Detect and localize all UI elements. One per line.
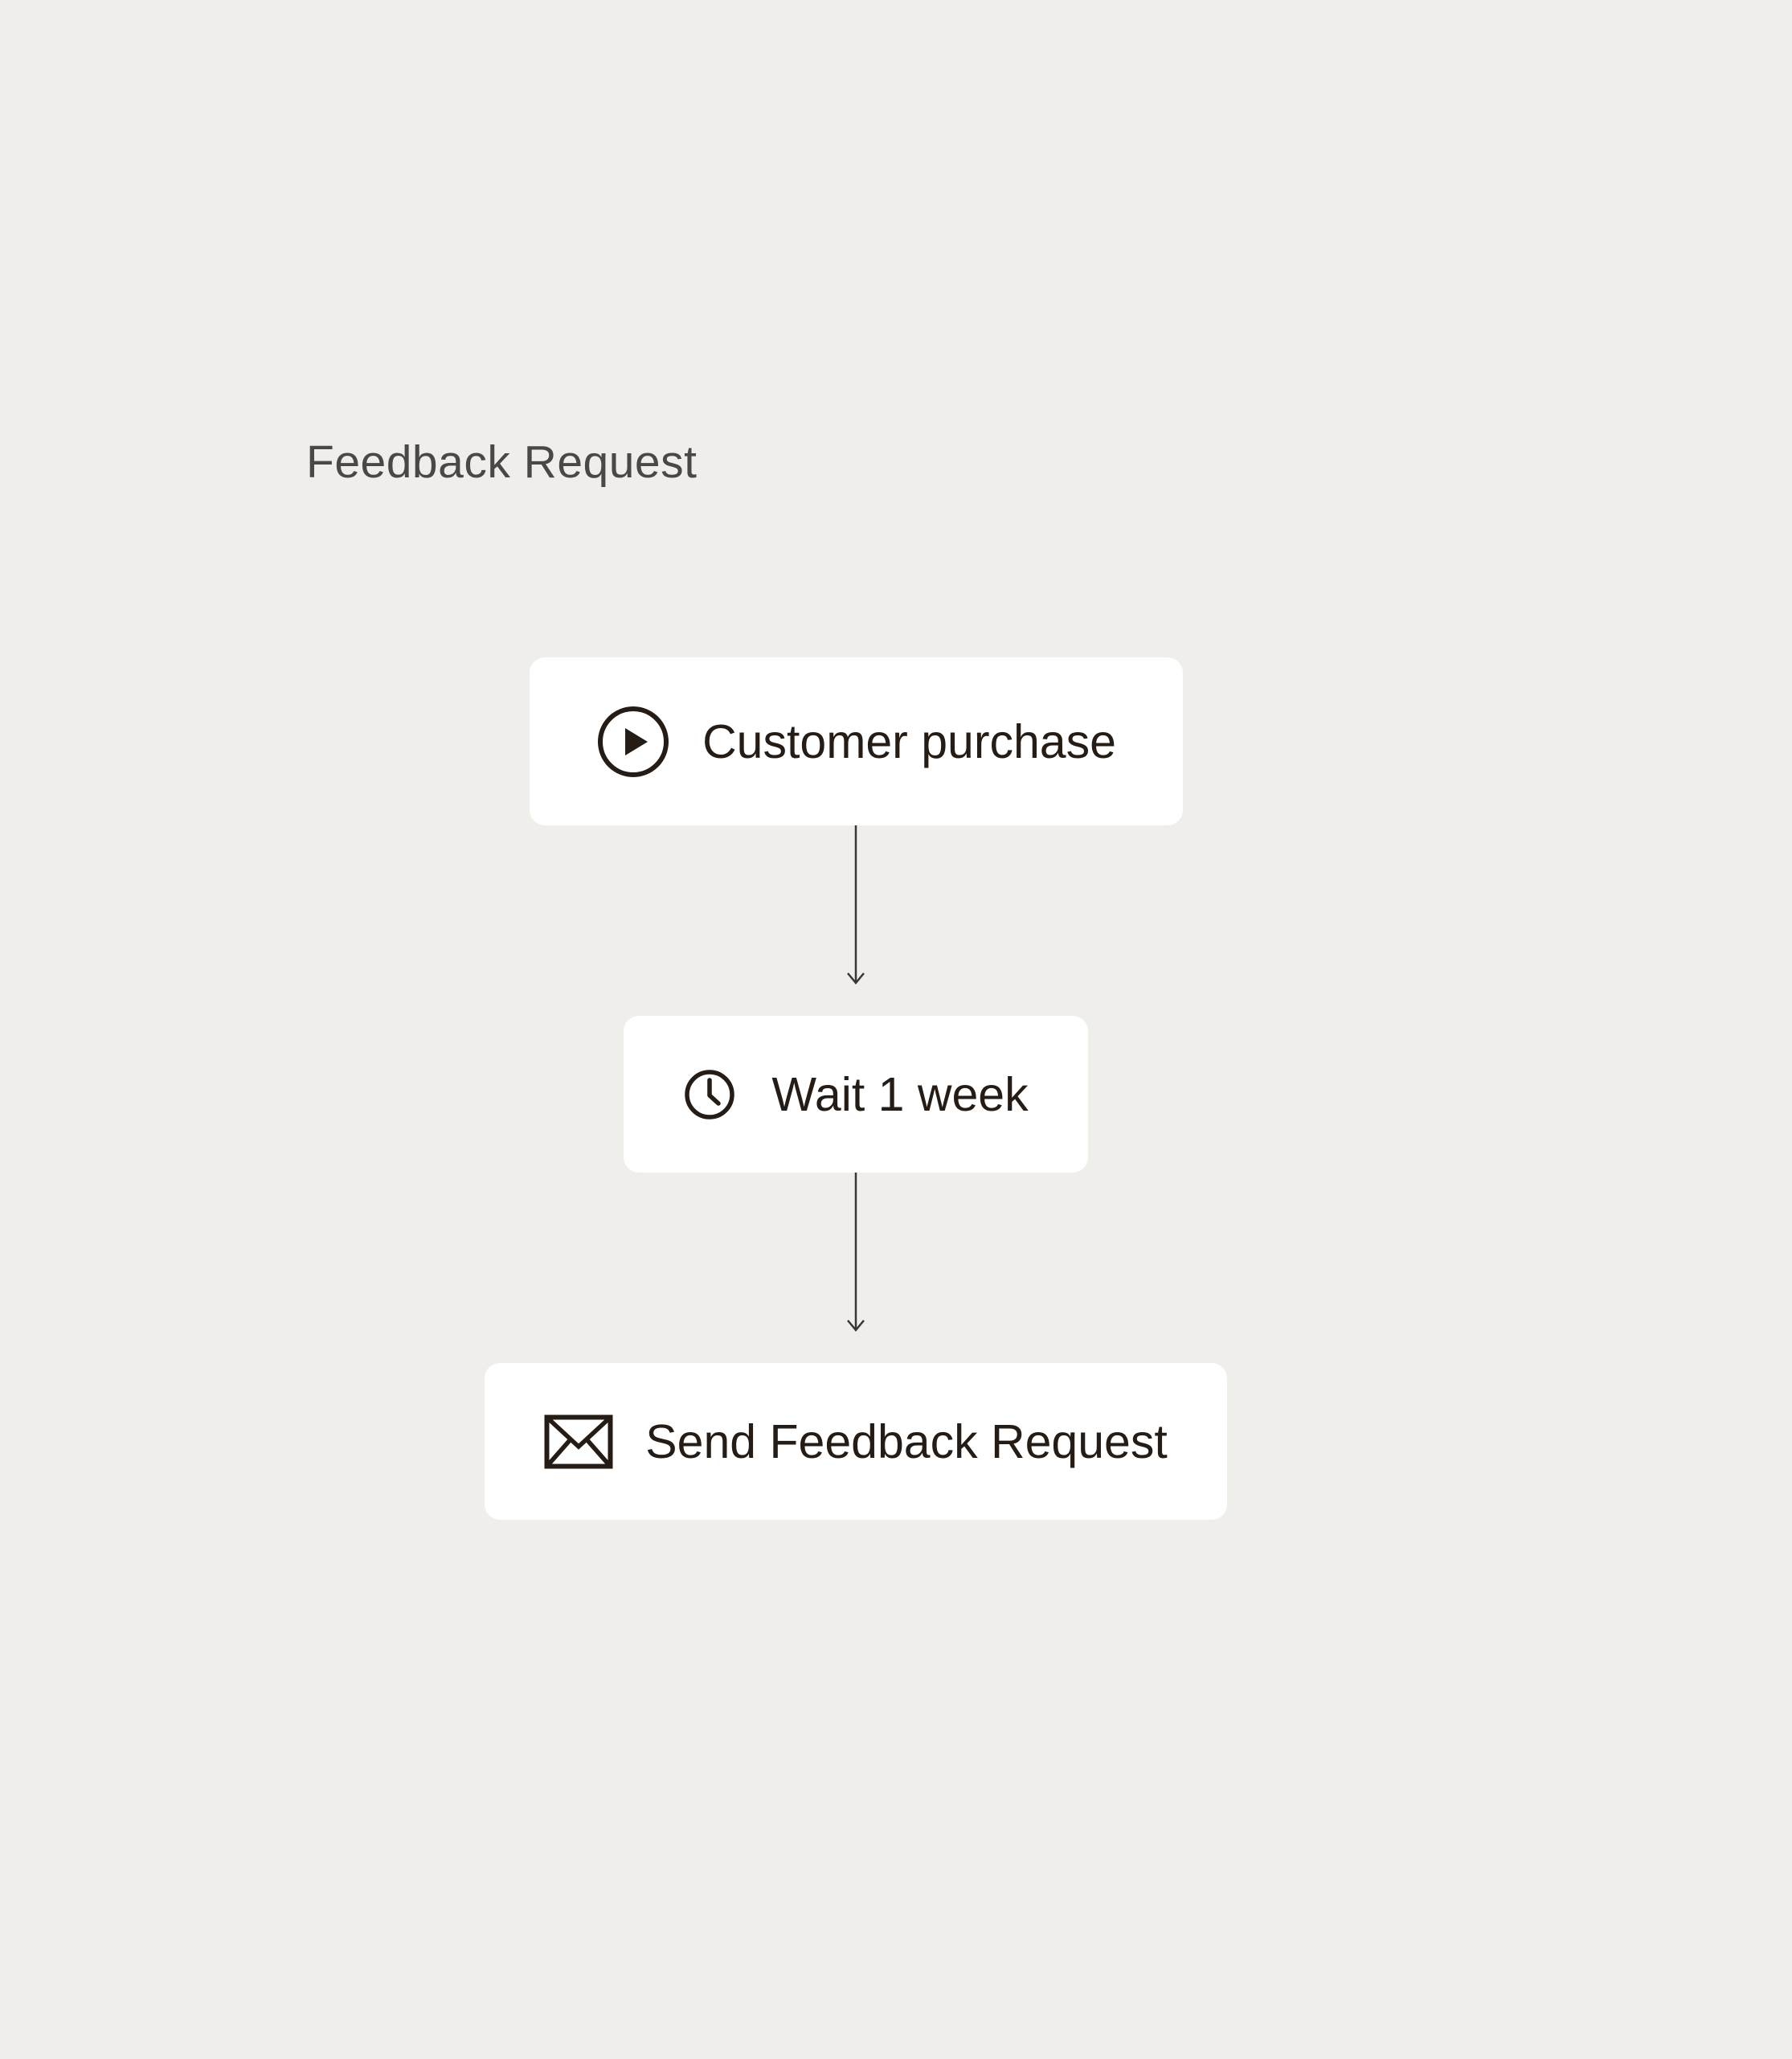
email-step-send-feedback-request[interactable]: Send Feedback Request [485,1363,1227,1520]
step-label: Wait 1 week [771,1067,1029,1121]
connector-arrow [844,825,868,986]
connector-arrow [844,1173,868,1333]
trigger-step-customer-purchase[interactable]: Customer purchase [530,657,1183,825]
play-circle-icon [596,705,670,779]
step-label: Customer purchase [702,714,1116,768]
delay-step-wait[interactable]: Wait 1 week [624,1016,1088,1173]
workflow-title: Feedback Request [306,436,698,488]
step-label: Send Feedback Request [645,1414,1168,1468]
clock-icon [683,1068,736,1121]
envelope-icon [544,1414,613,1469]
